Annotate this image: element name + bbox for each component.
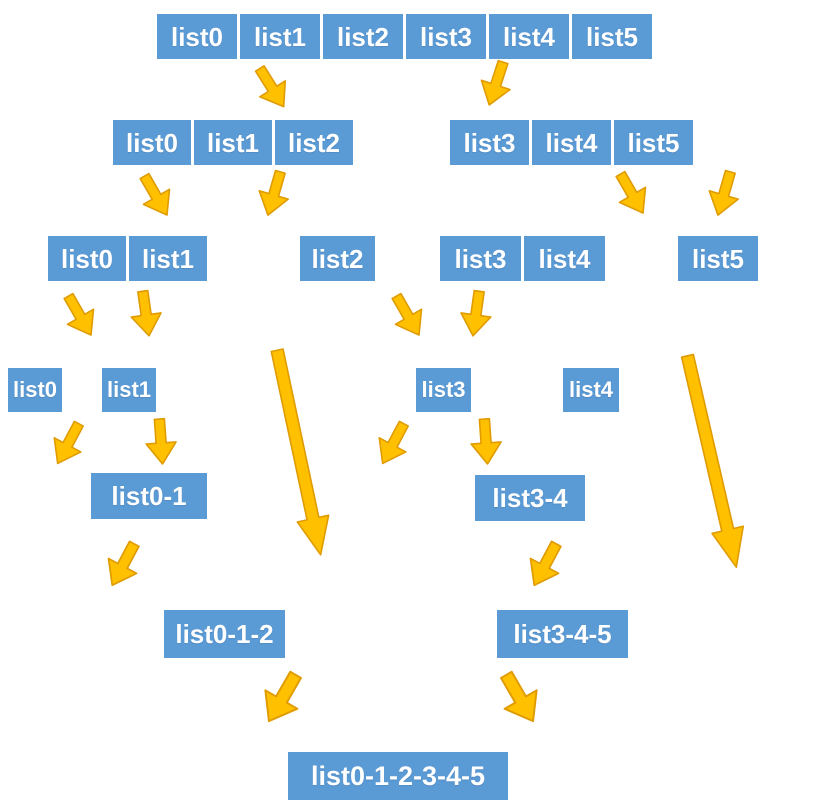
list-box-row6-list3-4-5: list3-4-5 xyxy=(497,610,628,658)
list-box-row5-list3-4: list3-4 xyxy=(475,475,585,521)
list-cell: list2 xyxy=(300,236,375,281)
list-box-row5-list0-1: list0-1 xyxy=(91,473,207,519)
list-cell: list4 xyxy=(563,368,619,412)
list-cell: list1 xyxy=(240,14,320,59)
flow-arrow-icon xyxy=(480,59,511,106)
flow-arrow-icon xyxy=(145,417,177,465)
list-cell: list0 xyxy=(113,120,191,165)
list-cell: list5 xyxy=(572,14,652,59)
list-box-row4-list1: list1 xyxy=(102,368,156,412)
flow-arrow-icon xyxy=(264,670,302,723)
list-cell: list3-4-5 xyxy=(497,610,628,658)
flow-arrow-icon xyxy=(53,420,85,465)
flow-arrow-icon xyxy=(254,65,287,108)
list-cell: list5 xyxy=(614,120,693,165)
flow-arrow-icon xyxy=(107,540,140,587)
flow-arrow-icon xyxy=(470,417,502,465)
list-cell: list0-1-2 xyxy=(164,610,285,658)
flow-arrow-icon xyxy=(63,292,95,336)
flow-arrow-icon xyxy=(258,169,289,216)
list-cell: list3 xyxy=(406,14,486,59)
list-cell: list4 xyxy=(532,120,611,165)
flow-arrow-icon xyxy=(378,420,410,465)
long-merge-arrow-icon xyxy=(680,353,745,569)
list-box-row6-list0-1-2: list0-1-2 xyxy=(164,610,285,658)
list-cell: list0 xyxy=(8,368,62,412)
flow-arrow-icon xyxy=(130,289,162,337)
flow-arrow-icon xyxy=(708,169,739,216)
flow-arrow-icon xyxy=(139,172,171,216)
list-box-row4-list3: list3 xyxy=(416,368,471,412)
list-cell: list0 xyxy=(157,14,237,59)
flow-arrow-icon xyxy=(615,170,647,214)
list-cell: list3 xyxy=(416,368,471,412)
flow-arrow-icon xyxy=(391,292,423,336)
list-box-row4-list4: list4 xyxy=(563,368,619,412)
list-cell: list3 xyxy=(440,236,521,281)
list-box-row3-list5: list5 xyxy=(678,236,758,281)
list-cell: list3-4 xyxy=(475,475,585,521)
list-cell: list0 xyxy=(48,236,126,281)
list-cell: list4 xyxy=(524,236,605,281)
list-box-row3-list2: list2 xyxy=(300,236,375,281)
list-box-row7-final: list0-1-2-3-4-5 xyxy=(288,752,508,800)
list-cell: list2 xyxy=(323,14,403,59)
flow-arrow-icon xyxy=(500,670,538,723)
flow-arrow-icon xyxy=(529,540,562,587)
list-cell: list1 xyxy=(129,236,207,281)
list-cell: list0-1 xyxy=(91,473,207,519)
list-cell: list1 xyxy=(102,368,156,412)
list-cell: list0-1-2-3-4-5 xyxy=(288,752,508,800)
list-cell: list2 xyxy=(275,120,353,165)
list-cell: list3 xyxy=(450,120,529,165)
flow-arrow-icon xyxy=(460,289,492,337)
list-cell: list5 xyxy=(678,236,758,281)
long-merge-arrow-icon xyxy=(270,348,330,556)
list-cell: list4 xyxy=(489,14,569,59)
list-cell: list1 xyxy=(194,120,272,165)
list-box-row4-list0: list0 xyxy=(8,368,62,412)
